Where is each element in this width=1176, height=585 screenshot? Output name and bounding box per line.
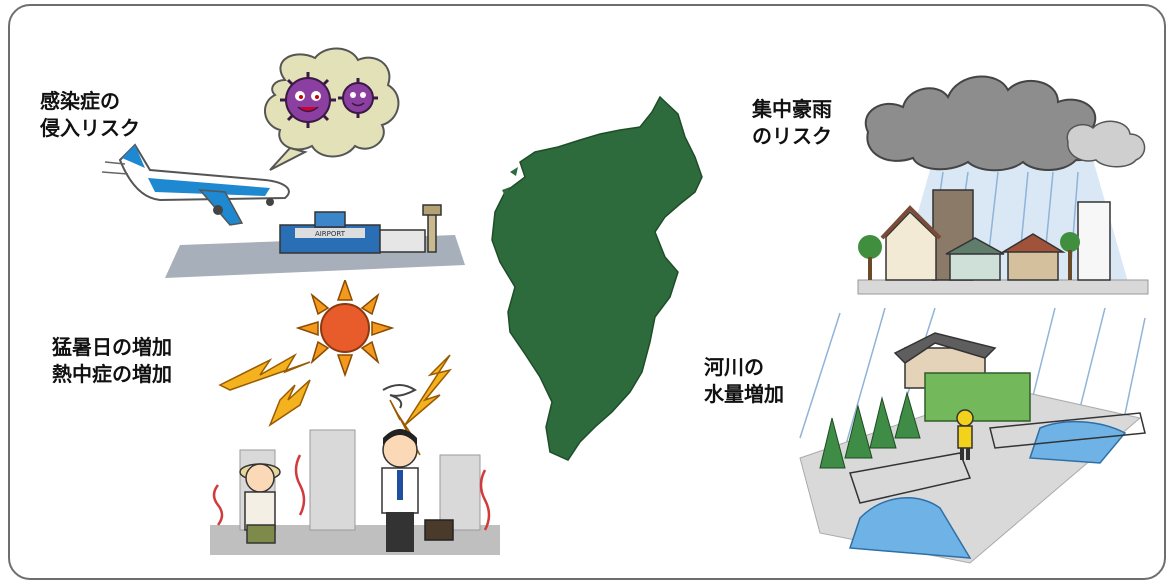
- virus-large-icon: [280, 72, 336, 128]
- caption-river: 河川の 水量増加: [704, 354, 784, 408]
- river-water-icon: [848, 420, 1127, 559]
- person-man-icon: [381, 384, 454, 552]
- caption-heavy-rain-line2: のリスク: [752, 124, 832, 148]
- heatstroke-illustration: [200, 280, 510, 560]
- airport-infection-illustration: AIRPORT: [100, 40, 470, 290]
- caption-heat: 猛暑日の増加 熱中症の増加: [52, 334, 172, 388]
- map-landmass-icon: [491, 95, 703, 461]
- caption-heavy-rain-line1: 集中豪雨: [752, 97, 832, 121]
- caption-river-line2: 水量増加: [704, 382, 784, 406]
- caption-infection-line1: 感染症の: [40, 89, 120, 113]
- trees-icon: [819, 391, 921, 469]
- airport-terminal-icon: AIRPORT: [279, 204, 442, 254]
- storm-cloud-icon: [864, 75, 1146, 172]
- person-girl-icon: [239, 463, 281, 544]
- river-flood-illustration: [790, 308, 1160, 573]
- caption-heat-line1: 猛暑日の増加: [52, 335, 172, 359]
- virus-cloud-icon: [264, 47, 400, 171]
- airplane-icon: [101, 143, 290, 226]
- caption-heavy-rain: 集中豪雨 のリスク: [752, 96, 832, 150]
- buildings-icon: [858, 189, 1111, 281]
- virus-small-icon: [338, 78, 378, 118]
- person-raincoat-icon: [956, 409, 974, 460]
- heavy-rain-illustration: [848, 62, 1158, 302]
- guard-fence-icon: [849, 412, 1146, 504]
- caption-infection: 感染症の 侵入リスク: [40, 88, 140, 142]
- region-map: [480, 92, 720, 467]
- caption-infection-line2: 侵入リスク: [40, 116, 140, 140]
- hedge-icon: [924, 372, 1031, 422]
- caption-river-line1: 河川の: [704, 355, 764, 379]
- caption-heat-line2: 熱中症の増加: [52, 362, 172, 386]
- airport-sign-label: AIRPORT: [315, 230, 346, 238]
- sun-icon: [295, 280, 395, 378]
- heat-rays-icon: [218, 352, 453, 456]
